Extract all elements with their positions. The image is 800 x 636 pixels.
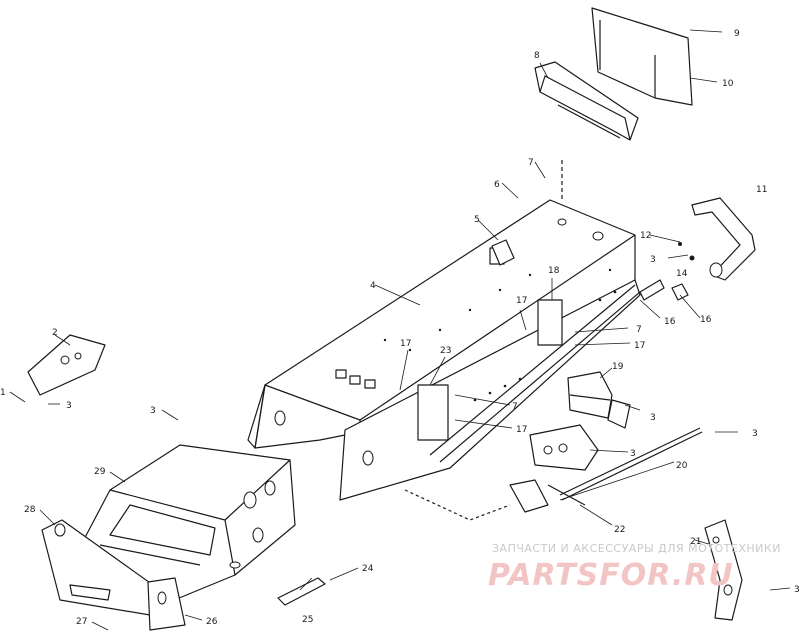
callout-7-a: 7 [528,158,534,168]
watermark-caption: ЗАПЧАСТИ И АКСЕССУАРЫ ДЛЯ МОТОТЕХНИКИ [492,542,781,555]
callout-9: 9 [734,29,740,39]
callout-4: 4 [370,281,376,291]
callout-16-b: 16 [700,315,712,325]
callout-7-c: 7 [512,402,518,412]
right-bracket-part [704,519,743,621]
callout-18: 18 [548,266,560,276]
callout-17-a: 17 [516,296,527,306]
callout-11: 11 [756,185,767,195]
callout-24: 24 [362,564,374,574]
callout-19: 19 [612,362,624,372]
callout-3-f: 3 [630,449,636,459]
fastener-group-right [639,242,695,301]
callout-22: 22 [614,525,625,535]
callout-10: 10 [722,79,734,89]
callout-3-e: 3 [752,429,758,439]
bracket-and-rod-part [509,424,703,513]
callout-labels: 1 2 3 3 3 3 3 3 3 4 5 6 7 7 7 8 9 10 11 … [0,29,800,627]
callout-27: 27 [76,617,87,627]
lower-side-rail-part [339,279,641,521]
callout-3-g: 3 [794,585,800,595]
shield-plate-part [591,7,693,106]
callout-25: 25 [302,615,313,625]
strip-part-25 [277,577,326,606]
steering-handle-part [691,197,756,281]
small-plate-part [27,334,106,396]
callout-23: 23 [440,346,451,356]
callout-12: 12 [640,231,651,241]
callout-14: 14 [676,269,688,279]
callout-3-c: 3 [650,255,656,265]
callout-5: 5 [474,215,480,225]
callout-8: 8 [534,51,540,61]
watermark-logo: PARTSFOR.RU [488,558,734,593]
callout-6: 6 [494,180,500,190]
callout-17-c: 17 [400,339,411,349]
callout-28: 28 [24,505,36,515]
callout-16-a: 16 [664,317,676,327]
callout-29: 29 [94,467,106,477]
block-part-19 [567,371,631,429]
callout-17-b: 17 [634,341,645,351]
callout-20: 20 [676,461,688,471]
callout-26: 26 [206,617,218,627]
callout-17-d: 17 [516,425,527,435]
callout-2: 2 [52,328,58,338]
callout-7-b: 7 [636,325,642,335]
callout-1: 1 [0,388,6,398]
watermark: ЗАПЧАСТИ И АКСЕССУАРЫ ДЛЯ МОТОТЕХНИКИ PA… [488,542,781,593]
upper-bracket-part [534,61,639,200]
callout-3-a: 3 [66,401,72,411]
block-part-5 [491,239,515,266]
callout-21: 21 [690,537,701,547]
callout-3-b: 3 [150,406,156,416]
leader-lines [9,29,791,631]
callout-3-d: 3 [650,413,656,423]
bottom-plate-part [147,577,186,631]
